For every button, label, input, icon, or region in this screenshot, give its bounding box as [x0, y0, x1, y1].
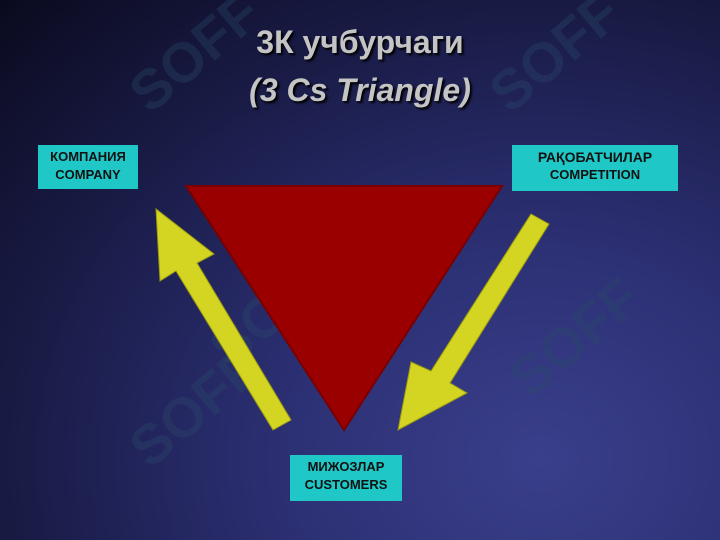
competition-label-line-1: РАҚОБАТЧИЛАР	[537, 149, 653, 165]
competition-label-box: РАҚОБАТЧИЛАР COMPETITION	[512, 145, 678, 191]
title-line-1: 3К учбурчаги	[256, 24, 464, 60]
company-label-line-1: КОМПАНИЯ	[50, 149, 126, 164]
company-label-line-2: COMPANY	[55, 167, 121, 182]
arrow-up-left-icon	[155, 207, 292, 431]
arrow-down-left-icon	[397, 213, 550, 431]
customers-label-line-2: CUSTOMERS	[304, 477, 388, 492]
customers-label-line-1: МИЖОЗЛАР	[307, 459, 385, 474]
title-line-2: (3 Cs Triangle)	[249, 72, 471, 108]
competition-label-line-2: COMPETITION	[549, 167, 641, 182]
watermark-text: SOFF	[497, 265, 652, 409]
company-label-box: КОМПАНИЯ COMPANY	[38, 145, 138, 189]
customers-label-box: МИЖОЗЛАР CUSTOMERS	[290, 455, 402, 501]
triangle	[184, 185, 504, 432]
